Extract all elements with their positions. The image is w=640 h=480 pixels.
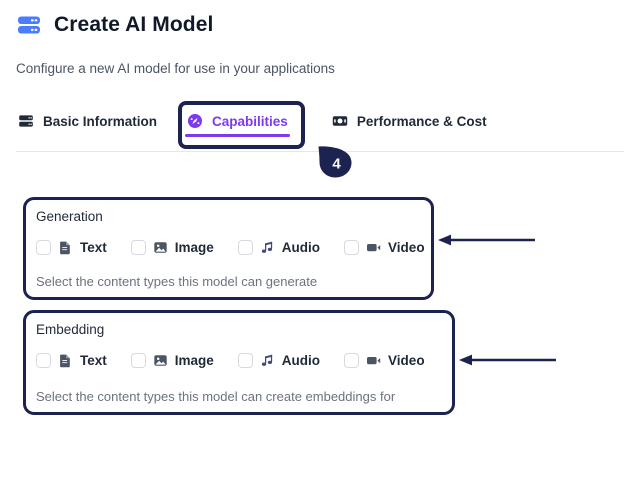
video-camera-icon (366, 353, 381, 368)
page-title: Create AI Model (54, 13, 214, 36)
option-label: Audio (281, 240, 321, 255)
tab-bar: Basic Information Capabilities Performan… (16, 110, 489, 141)
tab-label: Performance & Cost (356, 113, 487, 129)
document-icon (58, 240, 73, 255)
option-label: Audio (281, 353, 321, 368)
option-label: Text (80, 240, 107, 255)
option-text[interactable]: Text (36, 353, 107, 368)
option-video[interactable]: Video (344, 240, 425, 255)
active-tab-underline (185, 134, 290, 137)
annotation-arrow-generation (438, 230, 538, 250)
tab-basic-information[interactable]: Basic Information (16, 110, 159, 141)
annotation-arrow-embedding (459, 350, 559, 370)
checkbox-video[interactable] (344, 353, 360, 368)
tab-capabilities[interactable]: Capabilities (185, 110, 290, 141)
step-number: 4 (332, 156, 341, 173)
gauge-icon (187, 113, 203, 129)
option-image[interactable]: Image (130, 353, 214, 368)
checkbox-text[interactable] (36, 353, 51, 368)
option-label: Video (388, 353, 425, 368)
option-video[interactable]: Video (344, 353, 425, 368)
music-note-icon (260, 240, 275, 255)
checkbox-text[interactable] (36, 240, 51, 255)
option-image[interactable]: Image (130, 240, 214, 255)
tab-performance-and-cost[interactable]: Performance & Cost (330, 110, 489, 141)
embedding-options: Text Image (36, 353, 425, 368)
server-icon (16, 12, 42, 38)
checkbox-image[interactable] (130, 353, 146, 368)
checkbox-image[interactable] (130, 240, 146, 255)
option-audio[interactable]: Audio (237, 240, 321, 255)
generation-card: Generation Text (23, 197, 434, 300)
server-icon (18, 113, 34, 129)
video-camera-icon (366, 240, 381, 255)
option-label: Image (174, 240, 214, 255)
option-label: Image (174, 353, 214, 368)
tab-label: Capabilities (212, 113, 288, 129)
card-title: Embedding (36, 322, 105, 337)
image-icon (153, 240, 168, 255)
embedding-card: Embedding Text (23, 310, 455, 415)
document-icon (58, 353, 73, 368)
option-label: Text (80, 353, 107, 368)
checkbox-audio[interactable] (237, 240, 253, 255)
image-icon (153, 353, 168, 368)
card-help-text: Select the content types this model can … (36, 389, 396, 404)
option-text[interactable]: Text (36, 240, 107, 255)
annotation-step-badge: 4 (317, 145, 353, 179)
option-label: Video (388, 240, 425, 255)
page-header: Create AI Model (16, 12, 213, 38)
card-title: Generation (36, 209, 103, 224)
checkbox-video[interactable] (344, 240, 360, 255)
banknote-icon (332, 113, 348, 129)
option-audio[interactable]: Audio (237, 353, 321, 368)
music-note-icon (260, 353, 275, 368)
generation-options: Text Image (36, 240, 425, 255)
tab-label: Basic Information (43, 113, 158, 129)
page-subtitle: Configure a new AI model for use in your… (16, 61, 335, 76)
card-help-text: Select the content types this model can … (36, 274, 318, 289)
checkbox-audio[interactable] (237, 353, 253, 368)
